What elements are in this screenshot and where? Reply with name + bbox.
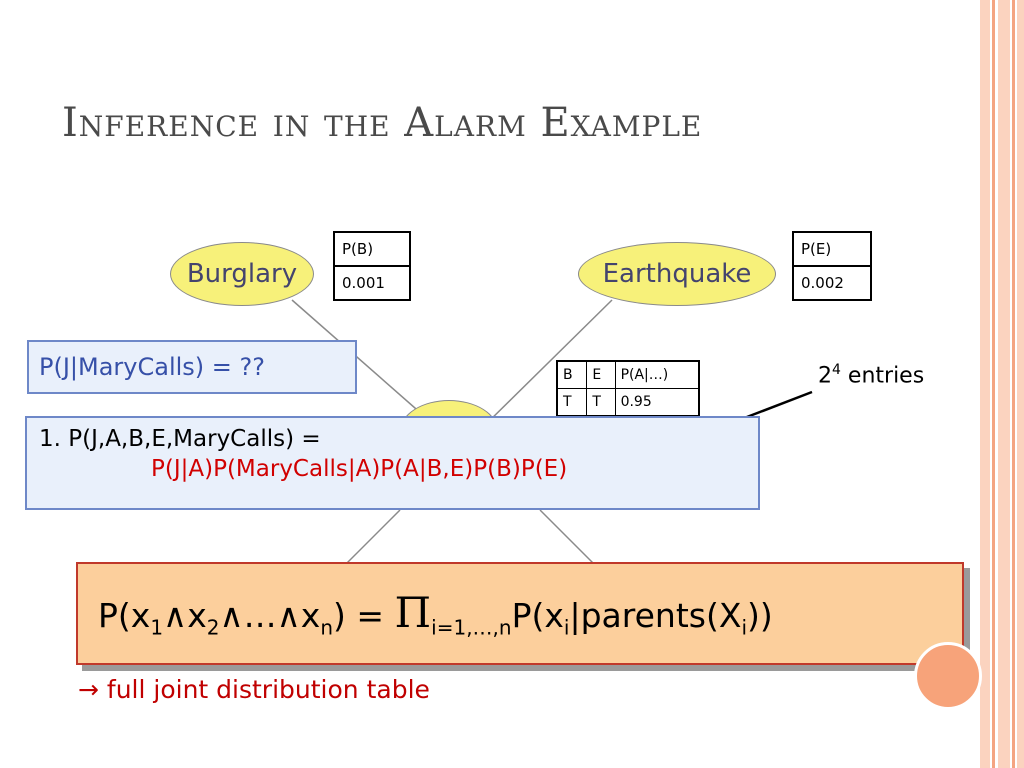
product-range: i=1,…,n [431, 615, 512, 640]
entries-text: entries [840, 363, 925, 389]
cpt-alarm-header-b: B [556, 360, 588, 389]
chain-rule-formula: P(x1∧x2∧…∧xn) = Πi=1,…,nP(xi|parents(Xi)… [76, 562, 964, 665]
cpt-alarm-header-e: E [586, 360, 616, 389]
node-burglary: Burglary [170, 242, 314, 306]
node-earthquake-label: Earthquake [602, 259, 752, 289]
cpt-alarm-cell: T [586, 388, 616, 417]
cpt-burglary: P(B) 0.001 [333, 231, 411, 301]
cpt-earthquake-header: P(E) [792, 231, 872, 267]
step1-box: 1. P(J,A,B,E,MaryCalls) = P(J|A)P(MaryCa… [25, 416, 760, 510]
decorative-stripe [1017, 0, 1024, 768]
decorative-stripe [998, 0, 1010, 768]
step1-line2: P(J|A)P(MaryCalls|A)P(A|B,E)P(B)P(E) [151, 456, 568, 482]
cpt-burglary-header: P(B) [333, 231, 411, 267]
conclusion-text: → full joint distribution table [78, 675, 430, 704]
slide-title: Inference in the Alarm Example [62, 100, 703, 146]
formula-text: P(x1∧x2∧…∧xn) = Πi=1,…,nP(xi|parents(Xi)… [98, 587, 773, 640]
node-burglary-label: Burglary [186, 259, 298, 289]
entries-base: 2 [818, 363, 832, 389]
entries-note: 24 entries [818, 362, 924, 388]
decorative-stripe [992, 0, 995, 768]
decorative-circle [914, 642, 982, 710]
cpt-earthquake-value: 0.002 [792, 265, 872, 301]
step1-line1: 1. P(J,A,B,E,MaryCalls) = [39, 426, 321, 452]
cpt-alarm-header-pa: P(A|…) [614, 360, 700, 389]
cpt-burglary-value: 0.001 [333, 265, 411, 301]
decorative-stripe [980, 0, 990, 768]
query-box: P(J|MaryCalls) = ?? [27, 340, 357, 394]
product-symbol: Π [394, 587, 432, 637]
edge-earthquake-alarm [479, 299, 613, 431]
decorative-stripe [1012, 0, 1015, 768]
cpt-alarm: B E P(A|…) T T 0.95 [556, 360, 700, 417]
query-text: P(J|MaryCalls) = ?? [39, 353, 265, 381]
entries-exponent: 4 [832, 362, 841, 378]
cpt-alarm-cell: T [556, 388, 588, 417]
cpt-alarm-cell: 0.95 [614, 388, 700, 417]
cpt-earthquake: P(E) 0.002 [792, 231, 872, 301]
node-earthquake: Earthquake [578, 242, 776, 306]
